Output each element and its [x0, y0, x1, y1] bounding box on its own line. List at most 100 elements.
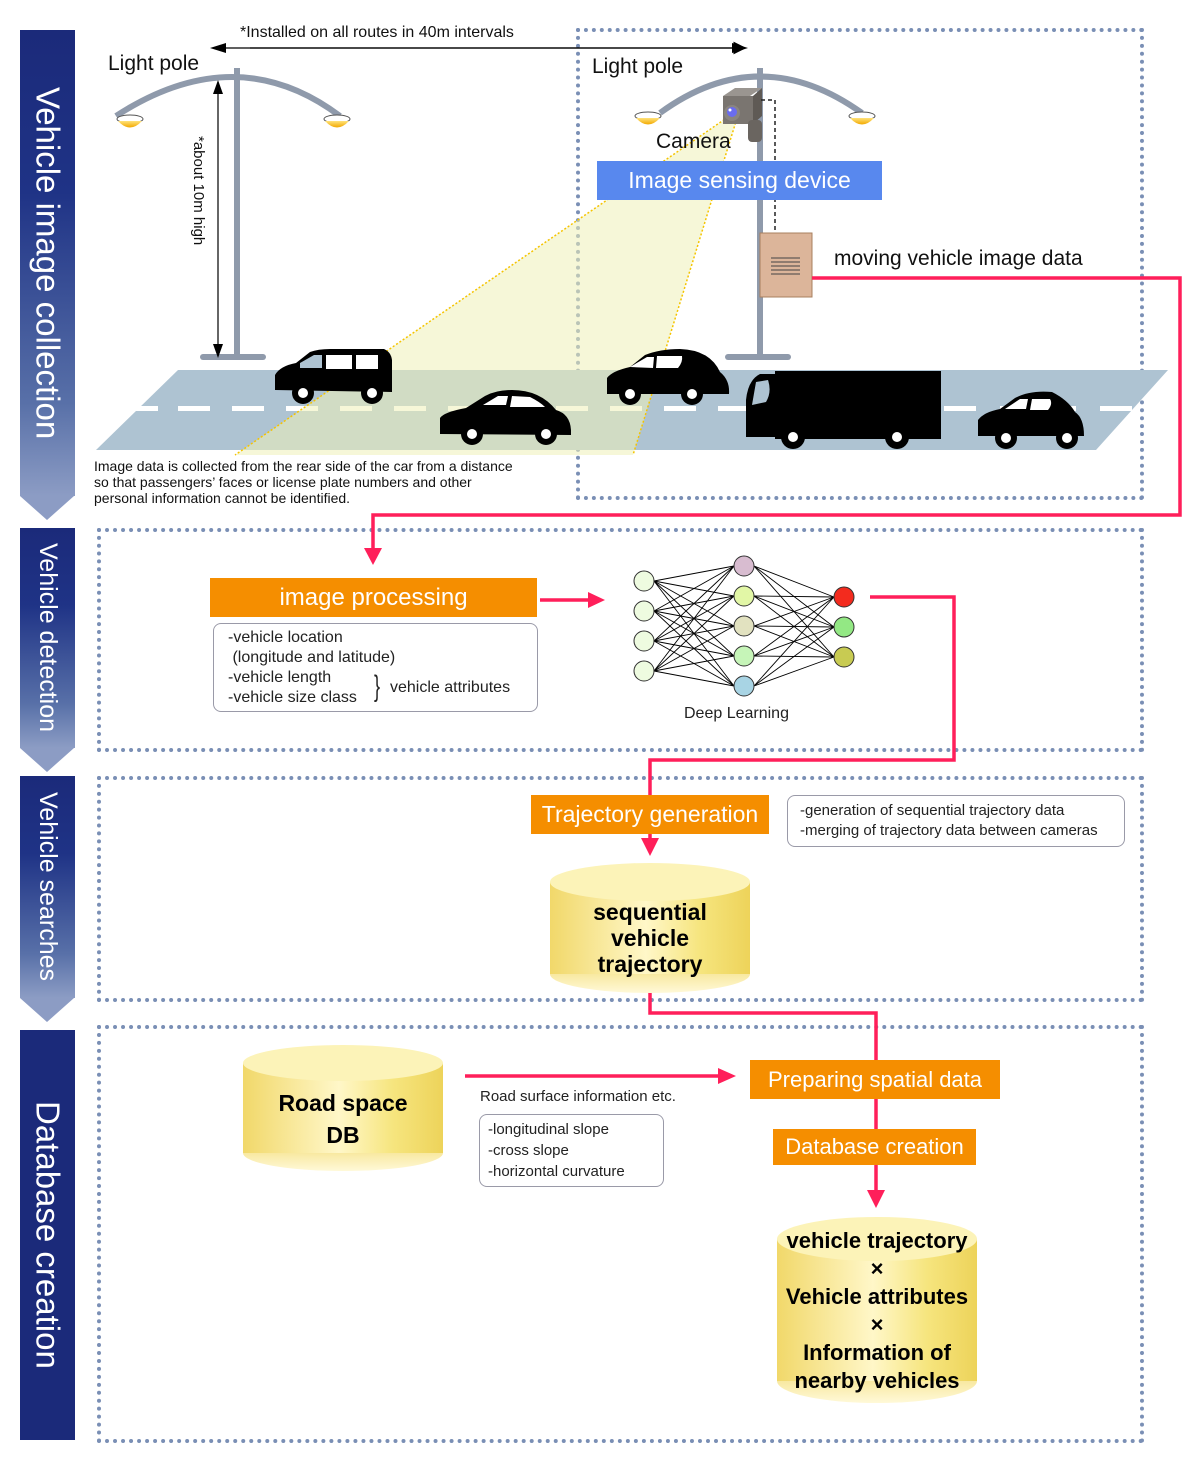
nn-connection: [653, 625, 735, 672]
trajectory-note-item: -merging of trajectory data between came…: [800, 822, 1098, 839]
nn-output-node: [833, 646, 855, 668]
searches-frame: [97, 776, 1144, 1002]
stage-arrow-icon: [20, 748, 74, 772]
nn-connection: [753, 596, 835, 687]
nn-connection: [753, 565, 835, 598]
nn-hidden-node: [733, 675, 755, 697]
flow-line-data-to-detection: [371, 276, 1182, 550]
attribute-item: -vehicle size class: [228, 689, 357, 706]
collection-scene: [96, 41, 1168, 456]
road-info-item: -cross slope: [488, 1142, 569, 1159]
image-processing-box: image processing: [210, 578, 537, 617]
nn-connection: [753, 596, 835, 657]
db-label-line: Road space: [278, 1090, 408, 1116]
deep-learning-label: Deep Learning: [684, 705, 789, 722]
attribute-item: -vehicle location: [228, 629, 343, 646]
vehicle-sedan-icon: [440, 390, 571, 445]
road-info-label: Road surface information etc.: [480, 1088, 676, 1105]
stage-bar-detection: Vehicle detection: [20, 528, 75, 772]
db-label-line: DB: [326, 1122, 360, 1148]
nn-hidden-node: [733, 585, 755, 607]
db-label-line: sequential: [593, 899, 707, 925]
db-label-line: ×: [870, 1312, 884, 1337]
road-info-item: -longitudinal slope: [488, 1121, 609, 1138]
nn-connection: [753, 596, 835, 627]
arrow-head-icon: [588, 592, 605, 608]
nn-input-node: [633, 660, 655, 682]
stage-label-database: Database creation: [29, 1101, 67, 1369]
stage-arrow-icon: [20, 998, 74, 1022]
nn-connection: [653, 565, 735, 672]
flow-line-trajectory-to-prepare: [648, 992, 878, 1062]
control-box-icon: [759, 232, 813, 298]
nn-input-node: [633, 600, 655, 622]
trajectory-notes: -generation of sequential trajectory dat…: [787, 795, 1125, 847]
attribute-item: -vehicle length: [228, 669, 332, 686]
stage-bar-collection: Vehicle image collection: [20, 30, 75, 520]
db-label-line: vehicle: [611, 925, 689, 951]
stage-label-searches: Vehicle searches: [34, 792, 62, 982]
trajectory-note-item: -generation of sequential trajectory dat…: [800, 802, 1065, 819]
vehicle-truck-icon: [746, 371, 941, 449]
privacy-note-line: so that passengers’ faces or license pla…: [94, 474, 472, 490]
road-info-notes: -longitudinal slope -cross slope -horizo…: [479, 1114, 664, 1187]
nn-hidden-node: [733, 645, 755, 667]
nn-connection: [653, 595, 735, 672]
vehicle-minivan-icon: [275, 349, 392, 404]
flow-line-dl-to-trajectory: [648, 595, 956, 840]
nn-connection: [653, 565, 735, 582]
nn-connection: [653, 565, 735, 612]
nn-hidden-node: [733, 555, 755, 577]
height-note: *about 10m high: [190, 136, 207, 246]
light-pole-right-label: Light pole: [592, 55, 684, 78]
nn-connection: [653, 670, 735, 687]
light-pole-right: [634, 68, 876, 360]
arrow-head-icon: [867, 1190, 885, 1208]
db-label-line: nearby vehicles: [794, 1368, 960, 1393]
nn-connection: [753, 656, 835, 687]
stage-label-collection: Vehicle image collection: [29, 86, 67, 440]
image-sensing-device-label: Image sensing device: [597, 161, 882, 200]
db-label-line: trajectory: [597, 951, 703, 977]
nn-output-node: [833, 586, 855, 608]
vehicle-compact-car-icon: [978, 391, 1084, 449]
nn-connection: [653, 565, 735, 642]
arrow-head-icon: [718, 1068, 736, 1084]
stage-bar-searches: Vehicle searches: [20, 776, 75, 1022]
stage-label-detection: Vehicle detection: [34, 543, 62, 733]
vehicle-hatchback-icon: [607, 349, 730, 405]
camera-icon: [723, 88, 762, 142]
light-pole-left-label: Light pole: [108, 52, 200, 75]
privacy-note-line: personal information cannot be identifie…: [94, 490, 351, 506]
nn-input-node: [633, 630, 655, 652]
detection-frame: [97, 528, 1144, 752]
nn-connection: [653, 655, 735, 672]
result-db-icon: vehicle trajectory × Vehicle attributes …: [777, 1217, 977, 1403]
preparing-spatial-data-box: Preparing spatial data: [750, 1060, 1000, 1099]
vehicle-attributes-note: -vehicle location (longitude and latitud…: [213, 623, 538, 712]
db-label-line: Vehicle attributes: [785, 1284, 969, 1309]
camera-label: Camera: [656, 130, 731, 153]
stage-bar-database: Database creation: [20, 1030, 75, 1440]
trajectory-generation-box: Trajectory generation: [531, 795, 769, 834]
attributes-group-label: vehicle attributes: [390, 679, 511, 696]
road-info-item: -horizontal curvature: [488, 1163, 625, 1180]
database-frame: [97, 1025, 1144, 1443]
nn-connection: [753, 595, 835, 598]
nn-input-node: [633, 570, 655, 592]
privacy-note: Image data is collected from the rear si…: [94, 458, 513, 506]
stage-arrow-icon: [20, 496, 74, 520]
brace-icon: }: [374, 670, 381, 703]
nn-hidden-node: [733, 615, 755, 637]
arrow-head-icon: [364, 548, 382, 565]
road-space-db-icon: Road space DB: [243, 1045, 443, 1171]
db-label-line: vehicle trajectory: [786, 1228, 968, 1253]
nn-connection: [753, 626, 835, 687]
nn-output-node: [833, 616, 855, 638]
arrow-head-icon: [641, 838, 659, 856]
db-label-line: Information of: [803, 1340, 951, 1365]
neural-network-diagram: [633, 555, 855, 697]
light-pole-left: [114, 68, 351, 360]
sequential-trajectory-db-icon: sequential vehicle trajectory: [550, 863, 750, 993]
